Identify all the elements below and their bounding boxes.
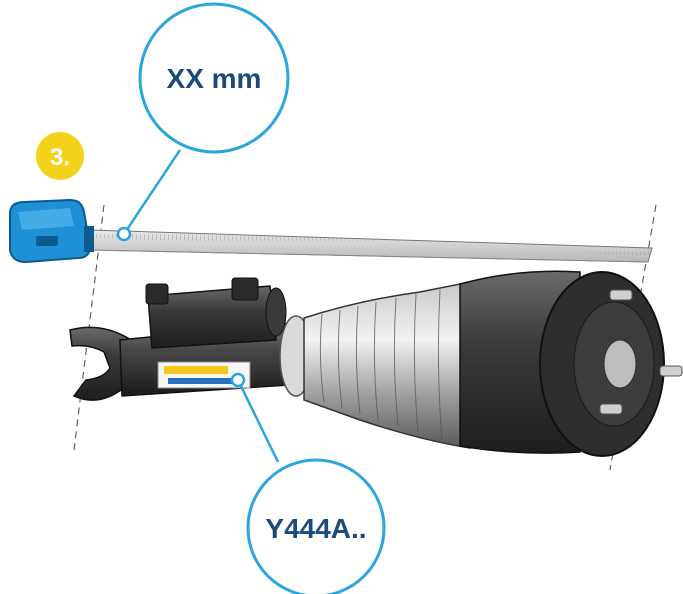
part-number-callout: Y444A.. [246, 458, 386, 594]
step-badge: 3. [36, 132, 84, 180]
measurement-callout: XX mm [138, 2, 290, 154]
part-number-leader-dot [230, 372, 246, 388]
part-number-callout-text: Y444A.. [265, 513, 366, 544]
label-yellow-stripe [164, 366, 228, 374]
measurement-callout-text: XX mm [167, 63, 262, 94]
step-number: 3. [50, 144, 70, 171]
part-number-leader-line [236, 379, 280, 463]
air-strut [69, 270, 683, 457]
tape-measure-housing [9, 198, 94, 264]
label-blue-stripe [168, 378, 238, 384]
mount-studs [599, 289, 683, 415]
measurement-leader-dot [116, 226, 132, 242]
air-bellow [303, 281, 471, 449]
measurement-leader-line [122, 149, 182, 235]
measuring-tape [9, 198, 653, 264]
valve-unit [145, 277, 287, 349]
